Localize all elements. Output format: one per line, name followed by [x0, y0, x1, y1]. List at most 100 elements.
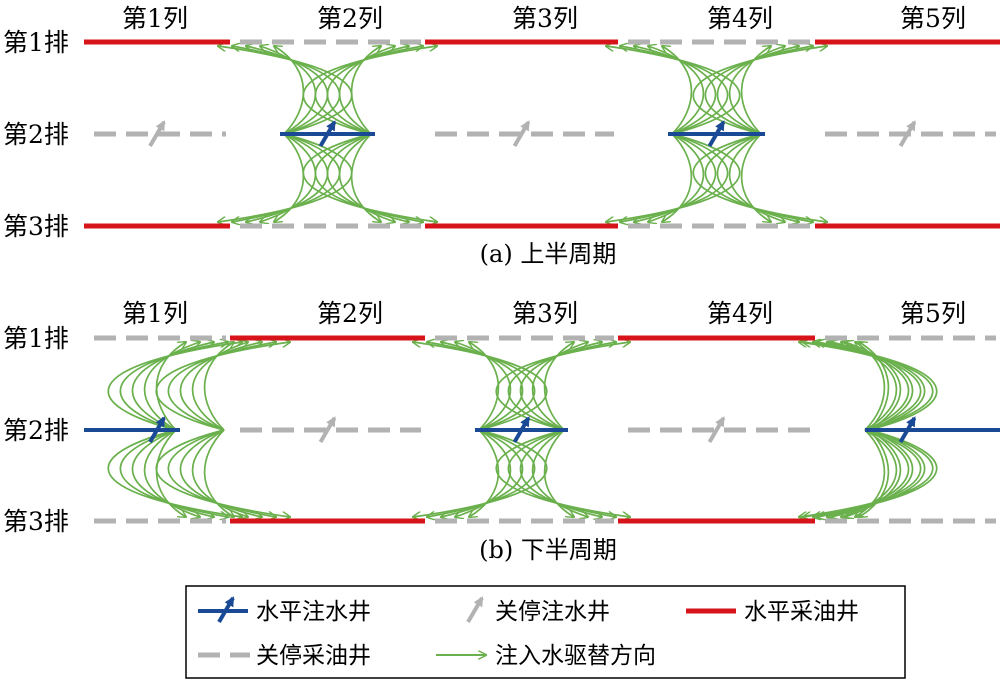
panel-a-flow-arrow	[692, 46, 827, 135]
panel-b-flow-arrow	[531, 429, 588, 517]
panel-a-flow-arrow	[606, 46, 741, 135]
panel-b-flow-arrow	[531, 342, 588, 431]
panel-b-flow-arrow	[799, 342, 934, 431]
panel-a-flow-arrow	[648, 46, 705, 135]
panel-a-row2-col1-closed-injector-well-arrow-icon	[148, 120, 166, 148]
legend-closed-injector-label: 关停注水井	[495, 599, 610, 625]
panel-a-row-3-label: 第3排	[3, 212, 69, 241]
panel-a-flow-arrow	[260, 133, 317, 222]
panel-b-column-5-label: 第5列	[900, 299, 966, 328]
legend-closed-injector-arrow-icon	[466, 596, 484, 624]
panel-b-caption: (b) 下半周期	[479, 536, 617, 564]
panel-a-column-labels: 第1列 第2列 第3列 第4列 第5列	[122, 4, 966, 33]
panel-a-flow-arrow	[338, 133, 395, 222]
panel-a-row2-col3-closed-injector-well-arrow-icon	[512, 120, 531, 148]
panel-b-row-1-label: 第1排	[3, 324, 69, 353]
panel-a-flow-arrow	[728, 46, 785, 135]
legend-flow-label: 注入水驱替方向	[495, 643, 656, 669]
legend-item-injector: 水平注水井	[198, 596, 371, 625]
panel-b-flow-arrow	[107, 342, 242, 431]
legend-box	[185, 585, 906, 679]
panel-b: 第1列 第2列 第3列 第4列 第5列 第1排 第2排 第3排 (b) 下半周期	[3, 299, 1000, 564]
panel-a-flow-arrow	[218, 46, 353, 135]
panel-a-flow-arrow	[350, 46, 381, 135]
panel-a-flow-arrow	[728, 133, 785, 222]
legend-injector-label: 水平注水井	[256, 599, 371, 625]
panel-a-flow-arrow	[274, 133, 305, 222]
panel-a-row-labels: 第1排 第2排 第3排	[3, 28, 69, 241]
panel-b-flow-arrow	[799, 429, 934, 517]
panel-b-flow-arrow	[495, 429, 630, 517]
panel-b-row2-col2-closed-injector-well-arrow-icon	[318, 416, 337, 444]
panel-b-row2-col1-injector-well-arrow-icon	[148, 416, 166, 444]
panel-a-flow-arrow	[260, 46, 317, 135]
panel-b-flow-arrow	[143, 429, 200, 517]
panel-a-flow-arrow	[302, 46, 437, 135]
panel-a-flow-arrow	[274, 46, 305, 135]
panel-b-row2-col3-injector-well-arrow-icon	[512, 416, 531, 444]
panel-b-row-labels: 第1排 第2排 第3排	[3, 324, 69, 536]
panel-a-flow-arrow	[740, 46, 771, 135]
panel-a-row2-col4-injector-well-arrow-icon	[707, 120, 726, 148]
panel-b-row-2-label: 第2排	[3, 416, 69, 445]
panel-a-flow-arrow	[218, 133, 353, 222]
panel-b-flow-arrow	[155, 342, 290, 431]
panel-a-flow-arrow	[662, 133, 693, 222]
panel-b-column-1-label: 第1列	[122, 299, 188, 328]
panel-a-column-5-label: 第5列	[900, 4, 966, 33]
legend-item-closed-injector: 关停注水井	[466, 596, 610, 625]
panel-a-flow-arrow	[338, 46, 395, 135]
legend: 水平注水井 关停注水井 水平采油井 关停采油井 注入水驱替方向	[185, 585, 906, 679]
panel-b-column-labels: 第1列 第2列 第3列 第4列 第5列	[122, 299, 966, 328]
panel-a-row-1-label: 第1排	[3, 28, 69, 57]
panel-a-row-2-label: 第2排	[3, 120, 69, 149]
panel-b-row-3-label: 第3排	[3, 507, 69, 536]
panel-a-column-3-label: 第3列	[512, 4, 578, 33]
panel-b-flow-arrow	[191, 342, 248, 431]
legend-closed-producer-label: 关停采油井	[256, 643, 371, 669]
panel-a-row2-col5-closed-injector-well-arrow-icon	[898, 120, 917, 148]
legend-item-closed-producer: 关停采油井	[198, 643, 371, 669]
panel-b-flow-arrow	[155, 342, 186, 431]
panel-a-flow-arrow	[648, 133, 705, 222]
panel-b-wells	[84, 335, 1000, 524]
panel-a-flow-arrow	[662, 46, 693, 135]
panel-a-flow-arrow	[606, 133, 741, 222]
panel-a-column-4-label: 第4列	[707, 4, 773, 33]
panel-b-flow-arrow	[495, 342, 630, 431]
panel-a-wells	[84, 39, 1000, 229]
panel-b-flow-arrow	[155, 429, 290, 517]
panel-b-row2-col4-closed-injector-well-arrow-icon	[707, 416, 726, 444]
panel-a-flow-arrow	[740, 133, 771, 222]
panel-a-caption: (a) 上半周期	[480, 240, 617, 268]
panel-a-flow-lines	[218, 46, 827, 222]
panel-b-row2-col5-injector-well-arrow-icon	[898, 416, 917, 444]
panel-b-flow-arrow	[203, 342, 234, 431]
panel-a: 第1列 第2列 第3列 第4列 第5列 第1排 第2排 第3排 (a) 上半周期	[3, 4, 1000, 268]
legend-item-producer: 水平采油井	[686, 599, 859, 625]
panel-a-column-2-label: 第2列	[317, 4, 383, 33]
panel-b-flow-arrow	[855, 429, 886, 517]
panel-b-flow-arrow	[841, 429, 898, 517]
panel-b-column-2-label: 第2列	[317, 299, 383, 328]
legend-producer-label: 水平采油井	[744, 599, 859, 625]
panel-a-flow-arrow	[692, 133, 827, 222]
panel-b-flow-arrow	[191, 429, 248, 517]
panel-b-column-3-label: 第3列	[512, 299, 578, 328]
panel-a-row2-col2-injector-well-arrow-icon	[318, 120, 337, 148]
panel-b-flow-arrow	[543, 429, 574, 517]
panel-a-flow-arrow	[302, 133, 437, 222]
panel-b-flow-arrow	[855, 342, 886, 431]
panel-b-flow-arrow	[413, 429, 548, 517]
panel-a-flow-arrow	[350, 133, 381, 222]
panel-b-column-4-label: 第4列	[707, 299, 773, 328]
panel-b-flow-lines	[107, 342, 938, 517]
panel-b-flow-arrow	[859, 342, 890, 431]
panel-a-column-1-label: 第1列	[122, 4, 188, 33]
panel-b-flow-arrow	[543, 342, 574, 431]
panel-b-flow-arrow	[413, 342, 548, 431]
panel-b-flow-arrow	[203, 429, 234, 517]
panel-b-flow-arrow	[841, 342, 898, 431]
panel-b-flow-arrow	[107, 429, 242, 517]
